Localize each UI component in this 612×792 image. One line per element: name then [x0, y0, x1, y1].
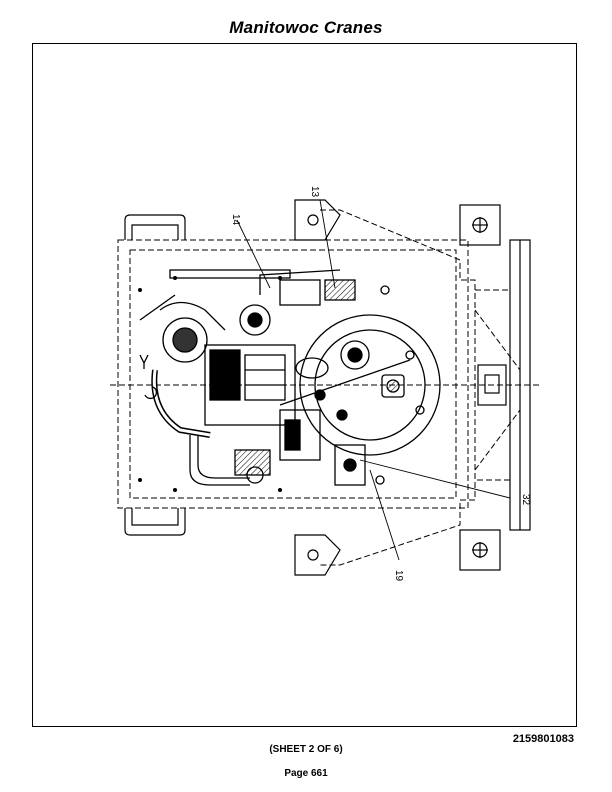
callout-label: 13 [309, 186, 320, 198]
callout-label: 19 [393, 570, 404, 582]
sheet-indicator: (SHEET 2 OF 6) [269, 744, 343, 755]
page-number: Page 661 [284, 768, 328, 779]
callout-label: 14 [230, 214, 241, 226]
page-header-title: Manitowoc Cranes [229, 18, 383, 37]
document-number: 2159801083 [512, 733, 574, 745]
drawing-frame [32, 43, 577, 727]
callout-label: 32 [520, 494, 531, 506]
engine-assembly-drawing: 14 13 32 19 [110, 186, 540, 582]
